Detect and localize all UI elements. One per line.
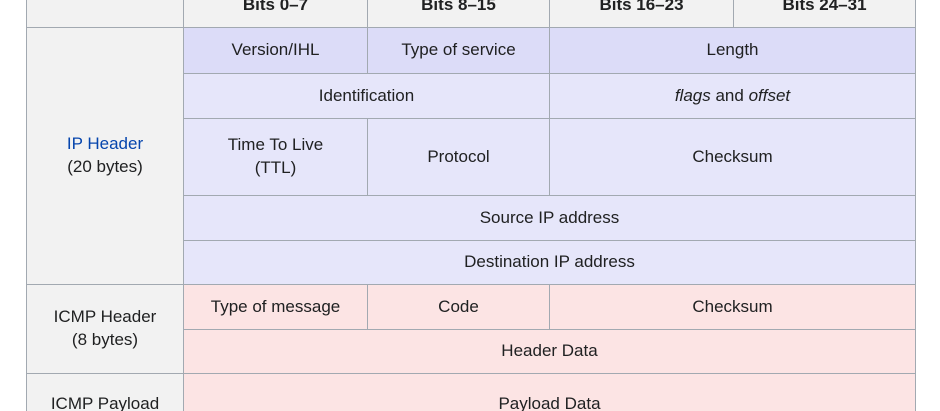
field-flags-word: flags <box>674 85 711 105</box>
field-header-data: Header Data <box>183 329 916 374</box>
field-protocol: Protocol <box>367 118 550 196</box>
table-row: Destination IP address <box>27 240 916 285</box>
field-source-ip-address: Source IP address <box>183 195 916 241</box>
field-code: Code <box>367 284 550 330</box>
ip-header-byte-count: (20 bytes) <box>67 157 143 176</box>
table-row: ICMP Header (8 bytes) Type of message Co… <box>26 284 916 374</box>
icmp-header-byte-count: (8 bytes) <box>71 330 139 349</box>
field-length: Length <box>549 27 916 74</box>
field-type-of-service: Type of service <box>367 27 550 74</box>
icmp-payload-label: ICMP Payload <box>50 393 160 411</box>
table-row: Time To Live (TTL) Protocol Checksum <box>27 118 916 196</box>
table-row: IP Header (20 bytes) Version/IHL Type of… <box>26 27 916 285</box>
field-type-of-message: Type of message <box>183 284 368 330</box>
section-label-ip-header: IP Header (20 bytes) <box>26 27 184 285</box>
table-header-row: Bits 0–7 Bits 8–15 Bits 16–23 Bits 24–31 <box>26 0 916 28</box>
table-row: ICMP Payload Payload Data <box>26 373 916 411</box>
ip-header-link[interactable]: IP Header <box>66 134 144 154</box>
field-destination-ip-address: Destination IP address <box>183 240 916 285</box>
header-cell-bits-8-15: Bits 8–15 <box>367 0 550 28</box>
header-cell-bits-24-31: Bits 24–31 <box>733 0 916 28</box>
header-cell-bits-0-7: Bits 0–7 <box>183 0 368 28</box>
table-row: Source IP address <box>27 195 916 241</box>
field-ttl-line2: (TTL) <box>254 158 297 177</box>
table-row: Header Data <box>27 329 916 374</box>
section-label-icmp-header: ICMP Header (8 bytes) <box>26 284 184 374</box>
icmp-header-label: ICMP Header <box>53 307 157 327</box>
field-flags-and-offset: flags and offset <box>549 73 916 119</box>
field-time-to-live: Time To Live (TTL) <box>183 118 368 196</box>
field-ip-checksum: Checksum <box>549 118 916 196</box>
field-payload-data: Payload Data <box>183 373 916 411</box>
table-row: Identification flags and offset <box>27 73 916 119</box>
field-version-ihl: Version/IHL <box>183 27 368 74</box>
field-identification: Identification <box>183 73 550 119</box>
field-icmp-checksum: Checksum <box>549 284 916 330</box>
icmp-packet-structure-table: Bits 0–7 Bits 8–15 Bits 16–23 Bits 24–31… <box>26 0 916 411</box>
section-label-icmp-payload: ICMP Payload <box>26 373 184 411</box>
field-ttl-line1: Time To Live <box>227 135 324 155</box>
table-shift-wrapper: Bits 0–7 Bits 8–15 Bits 16–23 Bits 24–31… <box>26 0 916 411</box>
field-offset-word: offset <box>748 85 791 105</box>
header-cell-blank <box>26 0 184 28</box>
field-and-word: and <box>710 85 749 105</box>
header-cell-bits-16-23: Bits 16–23 <box>549 0 734 28</box>
